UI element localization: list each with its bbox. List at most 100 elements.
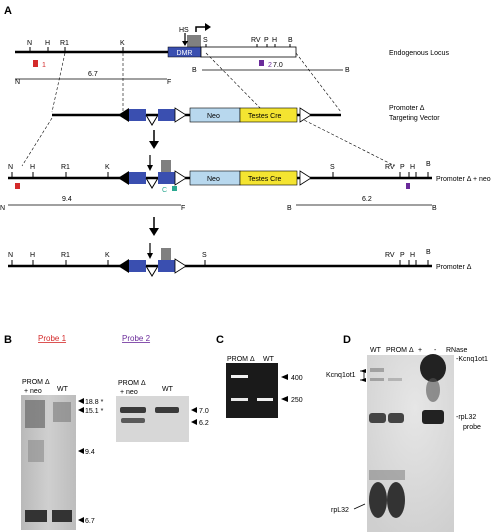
r4-n: N xyxy=(8,252,13,259)
d-lane-plus: + xyxy=(418,347,422,354)
dmr-label: DMR xyxy=(177,50,193,57)
site-p: P xyxy=(264,37,269,44)
probe-1-number: 1 xyxy=(42,62,46,69)
gel-pcr xyxy=(226,363,278,418)
arrow-down-2 xyxy=(149,228,159,236)
r3-n: N xyxy=(8,164,13,171)
endogenous-locus: DMR HS N H R1 K S RV P H B 1 xyxy=(15,23,449,86)
probe-2-number: 2 xyxy=(268,62,272,69)
b2-lane-wt: WT xyxy=(162,386,174,393)
probe-c-mark xyxy=(172,186,177,191)
site-b: B xyxy=(288,37,293,44)
cre-label-2: Testes Cre xyxy=(248,176,282,183)
r4-rv: RV xyxy=(385,252,395,259)
rpa-lane-labels: WT PROM Δ + - RNase xyxy=(370,347,468,354)
cre-box xyxy=(239,107,298,123)
r3-s: S xyxy=(330,164,335,171)
gel-size-markers: 400 250 xyxy=(281,374,303,404)
r4-k: K xyxy=(105,252,110,259)
probe-c-label: C xyxy=(162,187,167,194)
b1-size-1: 15.1 * xyxy=(85,408,104,415)
site-h: H xyxy=(45,40,50,47)
neo-label: Neo xyxy=(207,113,220,120)
b2-lane-prom: PROM Δ xyxy=(118,380,146,387)
label-94: 9.4 xyxy=(62,196,72,203)
r3-r1: R1 xyxy=(61,164,70,171)
promoter-delta-locus: N H R1 K S RV P H B Promoter Δ xyxy=(8,243,472,277)
label-67: 6.7 xyxy=(88,71,98,78)
d-right-rpl32: -rpL32 xyxy=(456,414,476,421)
probe-2-title: Probe 2 xyxy=(122,334,151,343)
site-rv: RV xyxy=(251,37,261,44)
row-label-vector-2: Targeting Vector xyxy=(389,115,440,122)
b2-lane-neo: + neo xyxy=(120,389,138,396)
probe-2-mark-2 xyxy=(406,183,410,189)
r3-frag-n: N xyxy=(0,205,5,212)
transcript-box xyxy=(200,46,297,58)
panel-a-label: A xyxy=(4,5,12,17)
kcnq1ot1-brackets xyxy=(360,370,365,381)
r3-h2: H xyxy=(410,164,415,171)
b1-lane-prom: PROM Δ xyxy=(22,379,50,386)
frag-f: F xyxy=(167,79,171,86)
r3-frag-f: F xyxy=(181,205,185,212)
cpg-marks xyxy=(187,35,201,47)
site-s: S xyxy=(203,37,208,44)
probe-1-title: Probe 1 xyxy=(38,334,67,343)
c-lane-prom: PROM Δ xyxy=(227,356,255,363)
d-left-rpl32: rpL32 xyxy=(331,507,349,514)
r3-frag-b2: B xyxy=(432,205,437,212)
site-h2: H xyxy=(272,37,277,44)
label-70: 7.0 xyxy=(273,62,283,69)
b2-size-1: 6.2 xyxy=(199,420,209,427)
r3-rv: RV xyxy=(385,164,395,171)
r3-frag-b1: B xyxy=(287,205,292,212)
r4-p: P xyxy=(400,252,405,259)
r3-k: K xyxy=(105,164,110,171)
b1-size-0: 18.8 * xyxy=(85,399,104,406)
probe-1-mark xyxy=(33,60,38,67)
row-label-neo: Promoter Δ + neo xyxy=(436,176,491,183)
probe-2-mark xyxy=(259,60,264,66)
frag-b1: B xyxy=(192,67,197,74)
blot-1-bands xyxy=(25,400,72,522)
c-lane-wt: WT xyxy=(263,356,275,363)
d-lane-minus: - xyxy=(434,347,437,354)
transcription-arrow xyxy=(195,26,205,32)
alignment-lines xyxy=(21,52,396,167)
probe-1-mark-2 xyxy=(15,183,20,189)
b1-size-3: 6.7 xyxy=(85,518,95,525)
r3-b: B xyxy=(426,161,431,168)
cre-label: Testes Cre xyxy=(248,113,282,120)
row-label-endogenous: Endogenous Locus xyxy=(389,50,449,57)
b2-size-0: 7.0 xyxy=(199,408,209,415)
arrow-down-1 xyxy=(149,141,159,149)
blot-2-bands xyxy=(120,407,179,423)
site-n: N xyxy=(27,40,32,47)
row-label-final: Promoter Δ xyxy=(436,264,472,271)
d-lane-prom: PROM Δ xyxy=(386,347,414,354)
r4-b: B xyxy=(426,249,431,256)
gel-bands xyxy=(231,375,273,401)
d-right-probe: probe xyxy=(463,424,481,431)
panel-c-label: C xyxy=(216,334,224,346)
r3-h: H xyxy=(30,164,35,171)
c-size-0: 400 xyxy=(291,375,303,382)
label-62: 6.2 xyxy=(362,196,372,203)
d-right-kcnq1ot1: -Kcnq1ot1 xyxy=(456,356,488,363)
site-r1: R1 xyxy=(60,40,69,47)
r3-p: P xyxy=(400,164,405,171)
blot-2-size-markers: 7.0 6.2 xyxy=(191,407,209,427)
hs-label: HS xyxy=(179,27,189,34)
d-left-kcnq1ot1: Kcnq1ot1 xyxy=(326,372,356,379)
row-label-vector-1: Promoter Δ xyxy=(389,105,425,112)
panel-b-label: B xyxy=(4,334,12,346)
b1-size-2: 9.4 xyxy=(85,449,95,456)
promoter-neo-locus: Neo Testes Cre N H R1 K S RV P H B C 9.4… xyxy=(0,155,491,212)
frag-b2: B xyxy=(345,67,350,74)
b1-lane-wt: WT xyxy=(57,386,69,393)
c-size-1: 250 xyxy=(291,397,303,404)
panel-d-label: D xyxy=(343,334,351,346)
targeting-vector: Neo Testes Cre Promoter Δ Targeting Vect… xyxy=(52,105,440,126)
